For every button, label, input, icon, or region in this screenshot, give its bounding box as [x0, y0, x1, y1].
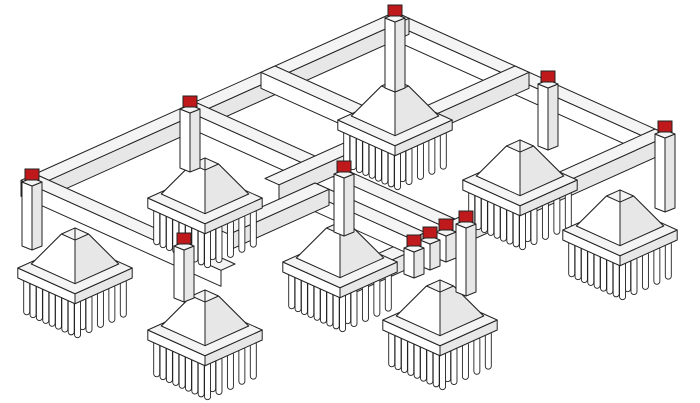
- column-side: [394, 17, 406, 93]
- pile: [450, 346, 458, 386]
- cap-slope: [619, 195, 665, 247]
- pile: [249, 340, 257, 380]
- pile-cap: [17, 227, 133, 339]
- pile-cap: [462, 139, 578, 251]
- column-side: [547, 83, 559, 151]
- pile: [416, 140, 424, 180]
- pile: [619, 261, 626, 301]
- pile-cap: [147, 289, 263, 401]
- column-cap-red: [406, 234, 422, 247]
- column-cap-red: [182, 95, 198, 108]
- column-stubs: [21, 4, 676, 303]
- pile: [653, 245, 661, 285]
- column-stub: [403, 234, 425, 279]
- pile: [541, 200, 549, 240]
- column-side: [31, 181, 43, 251]
- pile: [74, 299, 81, 339]
- column-side: [343, 173, 355, 237]
- cap-slope: [204, 163, 250, 215]
- column-side: [179, 108, 191, 173]
- column-side: [384, 17, 396, 93]
- column-stub: [173, 232, 195, 303]
- column-stub: [333, 160, 355, 237]
- pile: [226, 350, 234, 390]
- pile: [215, 224, 223, 264]
- pile: [85, 294, 93, 334]
- column-stub: [21, 168, 43, 251]
- column-cap-red: [176, 232, 192, 245]
- pile: [439, 130, 447, 170]
- pile: [530, 206, 538, 246]
- cap-slope: [204, 295, 250, 347]
- pile: [204, 229, 211, 269]
- column-stub: [654, 120, 676, 213]
- pile: [641, 250, 649, 290]
- pile: [384, 272, 392, 312]
- column-side: [465, 223, 477, 297]
- pile: [238, 345, 246, 385]
- pile-cap: [282, 221, 398, 333]
- column-stub: [537, 70, 559, 151]
- pile: [339, 293, 346, 333]
- cap-slope: [394, 85, 440, 137]
- pile: [664, 240, 672, 280]
- column-cap-red: [657, 120, 673, 133]
- pile: [373, 277, 381, 317]
- column-side: [429, 239, 441, 271]
- column-stub: [384, 4, 406, 93]
- column-side: [183, 245, 195, 303]
- column-cap-red: [540, 70, 556, 83]
- pile-caps: [17, 79, 678, 401]
- pile: [119, 278, 127, 318]
- column-cap-red: [387, 4, 403, 17]
- column-cap-red: [422, 226, 438, 239]
- column-cap-red: [336, 160, 352, 173]
- cap-slope: [439, 285, 485, 337]
- column-side: [173, 245, 185, 303]
- pile: [439, 351, 446, 391]
- column-side: [445, 231, 457, 263]
- pile: [519, 211, 526, 251]
- column-side: [654, 133, 666, 213]
- pile-cap: [382, 279, 498, 391]
- pile: [249, 208, 257, 248]
- column-stub: [179, 95, 201, 173]
- pile: [350, 288, 358, 328]
- pile: [108, 283, 116, 323]
- pile: [226, 218, 234, 258]
- pile: [564, 190, 572, 230]
- cap-slope: [519, 145, 565, 197]
- pile: [394, 151, 401, 191]
- pile: [473, 335, 481, 375]
- pile-cap: [562, 189, 678, 301]
- pile: [630, 256, 638, 296]
- cap-slope: [74, 233, 120, 285]
- column-side: [333, 173, 345, 237]
- pile: [215, 356, 223, 396]
- pile: [361, 282, 369, 322]
- column-cap-red: [438, 218, 454, 231]
- pile-cap: [337, 79, 453, 191]
- pile: [238, 213, 246, 253]
- pile: [553, 195, 561, 235]
- pile: [96, 288, 104, 328]
- pile: [484, 330, 492, 370]
- column-side: [21, 181, 33, 251]
- column-side: [413, 247, 425, 279]
- column-side: [403, 247, 415, 279]
- column-side: [455, 223, 467, 297]
- pile: [461, 340, 469, 380]
- pile: [405, 146, 413, 186]
- column-stub: [455, 210, 477, 297]
- pile: [204, 361, 211, 401]
- column-cap-red: [24, 168, 40, 181]
- pile: [428, 135, 436, 175]
- column-side: [664, 133, 676, 213]
- column-side: [537, 83, 549, 151]
- column-side: [189, 108, 201, 173]
- column-cap-red: [458, 210, 474, 223]
